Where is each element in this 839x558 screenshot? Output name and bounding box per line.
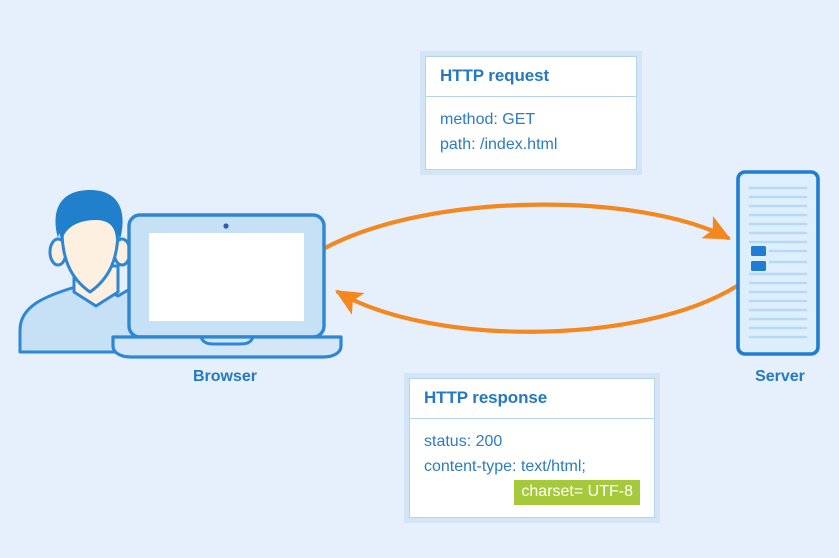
response-line-status: status: 200	[424, 433, 503, 450]
charset-highlight: charset= UTF-8	[514, 480, 640, 505]
response-line-charset: charset= UTF-8	[424, 479, 640, 505]
server-tower-icon	[736, 170, 820, 356]
http-request-title: HTTP request	[425, 56, 637, 97]
response-line-content-type: content-type: text/html;	[424, 458, 586, 475]
request-arrow	[322, 202, 731, 251]
server-label: Server	[755, 368, 805, 385]
http-response-box: HTTP response status: 200 content-type: …	[409, 378, 655, 518]
response-arrow	[335, 283, 740, 334]
server-led-icon	[751, 246, 766, 256]
http-response-body: status: 200 content-type: text/html; cha…	[409, 419, 655, 518]
request-line-method: method: GET	[440, 111, 536, 128]
http-request-body: method: GET path: /index.html	[425, 97, 637, 170]
http-request-box: HTTP request method: GET path: /index.ht…	[425, 56, 637, 170]
server-led-icon	[751, 261, 766, 271]
browser-label: Browser	[192, 368, 258, 385]
request-line-path: path: /index.html	[440, 136, 558, 153]
laptop-icon	[111, 213, 343, 359]
http-response-title: HTTP response	[409, 378, 655, 419]
